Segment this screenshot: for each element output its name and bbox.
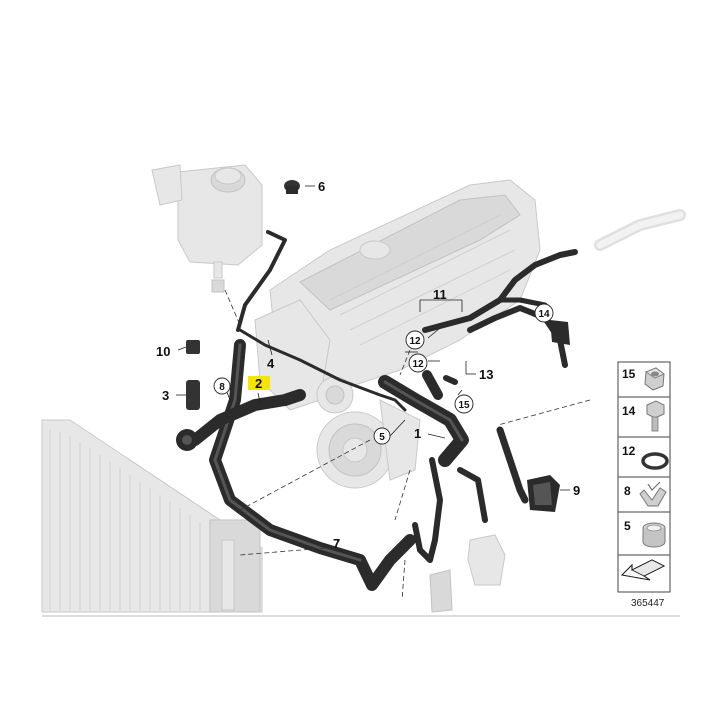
circled-callout-15: 15 [454, 394, 474, 414]
expansion-tank-ghost [151, 164, 263, 293]
callout-6: 6 [318, 179, 325, 194]
arrow-view-icon [620, 559, 666, 581]
callout-2: 2 [255, 376, 262, 391]
line-4 [238, 328, 407, 412]
hex-nut-icon [644, 367, 665, 391]
legend-label-14: 14 [622, 404, 636, 418]
spring-clip-icon [639, 481, 667, 507]
coolant-hoses [176, 180, 578, 591]
legend-label-8: 8 [624, 484, 631, 498]
callout-7: 7 [333, 536, 340, 551]
legend-panel: 15 14 12 8 5 [617, 361, 671, 593]
leader-lines [176, 185, 570, 549]
heater-pipe-ghost [594, 209, 686, 251]
dashed-leaders [224, 289, 591, 601]
circled-callout-5: 5 [373, 427, 391, 445]
callout-9: 9 [573, 483, 580, 498]
circled-callout-14: 14 [534, 303, 554, 323]
callout-10: 10 [156, 344, 170, 359]
hose-11 [422, 249, 578, 333]
hose-clamp-icon [642, 522, 666, 548]
sensor-3 [186, 380, 200, 410]
reference-number: 365447 [631, 598, 665, 609]
callout-1: 1 [414, 426, 421, 441]
legend-label-15: 15 [622, 367, 636, 381]
svg-text:14: 14 [538, 309, 550, 320]
radiator-ghost [41, 419, 263, 613]
legend-label-12: 12 [622, 444, 636, 458]
o-ring-icon [641, 452, 669, 470]
highlight-box [248, 376, 270, 390]
svg-text:5: 5 [379, 432, 385, 443]
circled-callout-12-upper: 12 [405, 330, 425, 350]
pump-ghost [429, 534, 506, 613]
svg-text:12: 12 [412, 359, 424, 370]
svg-text:8: 8 [219, 382, 225, 393]
engine-ghost [254, 179, 541, 489]
hex-bolt-icon [646, 400, 665, 432]
callout-13: 13 [479, 367, 493, 382]
circled-callout-12-lower: 12 [408, 353, 428, 373]
svg-text:12: 12 [409, 336, 421, 347]
callout-11: 11 [433, 287, 447, 302]
callout-4: 4 [267, 356, 275, 371]
sensor-10 [186, 340, 200, 354]
svg-text:15: 15 [458, 400, 470, 411]
circled-callout-8: 8 [213, 377, 231, 395]
callout-3: 3 [162, 388, 169, 403]
legend-label-5: 5 [624, 519, 631, 533]
